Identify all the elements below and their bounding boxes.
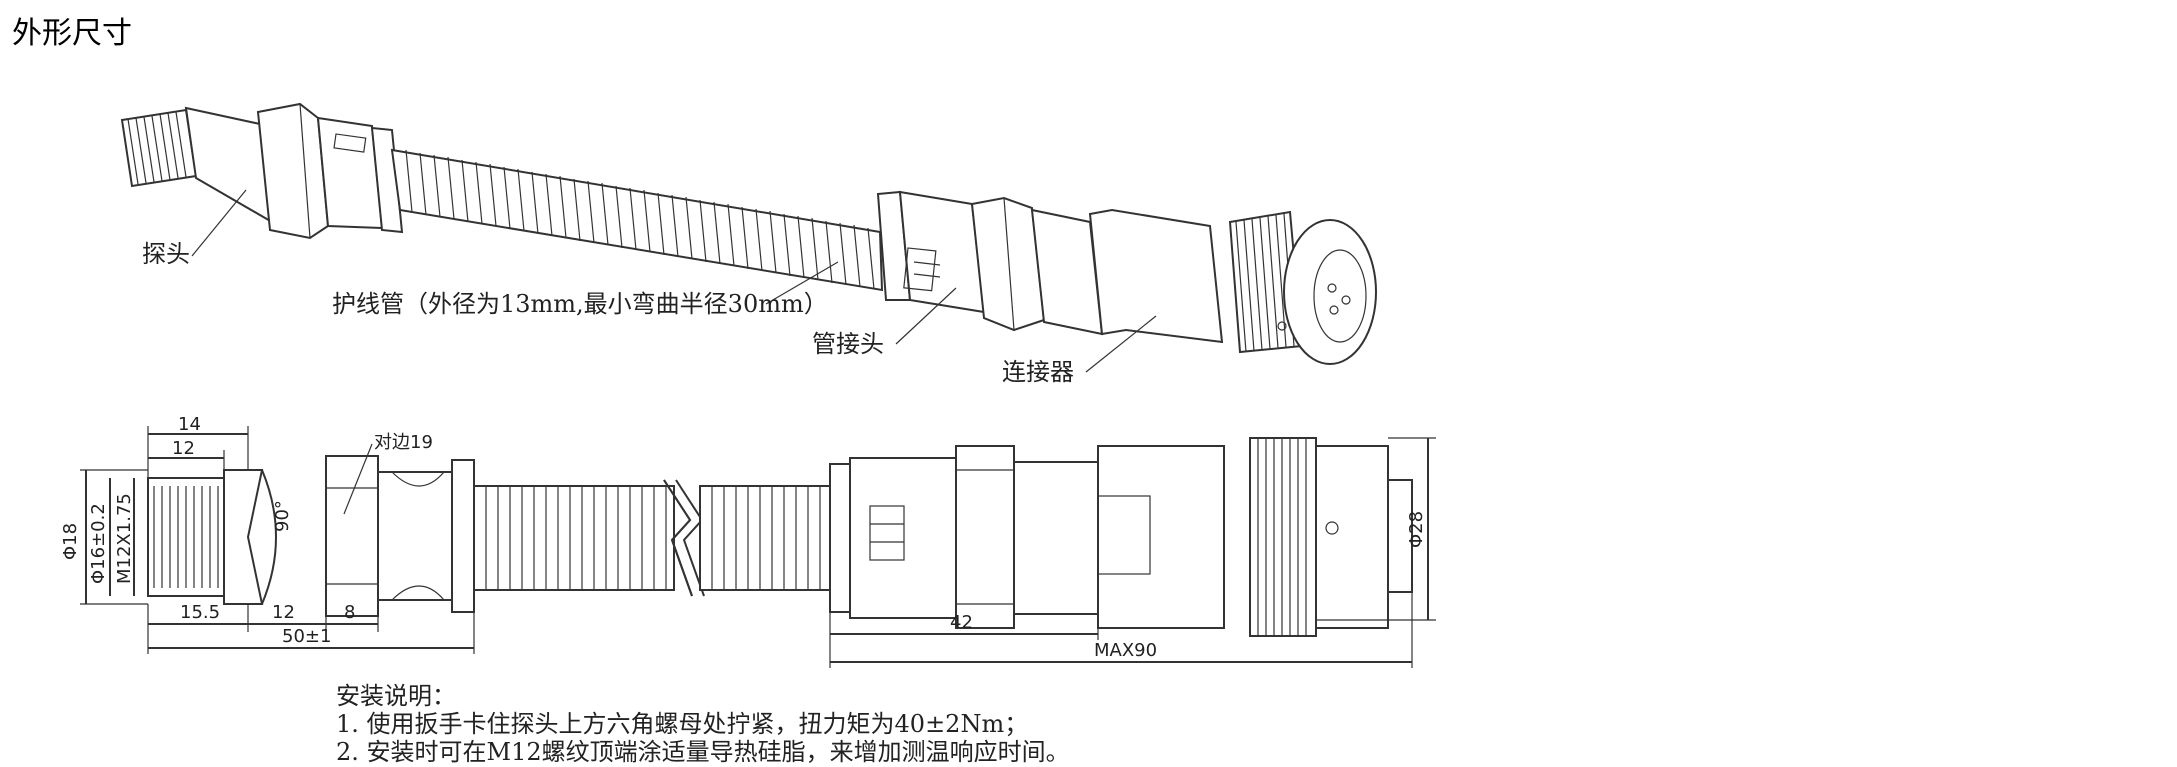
dim-42: 42 xyxy=(950,612,973,633)
dim-8: 8 xyxy=(344,602,355,623)
dim-12-top: 12 xyxy=(172,438,195,459)
dim-d16: Φ16±0.2 xyxy=(88,503,109,584)
label-fitting: 管接头 xyxy=(812,330,884,358)
corrugated-hose xyxy=(390,148,884,292)
dim-14: 14 xyxy=(178,414,201,435)
label-connector: 连接器 xyxy=(1002,358,1074,386)
dim-angle: 90° xyxy=(272,500,293,532)
label-hose: 护线管（外径为13mm,最小弯曲半径30mm） xyxy=(332,290,828,318)
side-view: 90° xyxy=(60,414,1436,668)
hex-nut xyxy=(256,102,330,240)
connector-body xyxy=(1088,208,1377,365)
install-note-2: 2. 安装时可在M12螺纹顶端涂适量导热硅脂，来增加测温响应时间。 xyxy=(336,738,1070,766)
dim-m12: M12X1.75 xyxy=(114,493,135,584)
dim-15-5: 15.5 xyxy=(180,602,220,623)
label-hex: 对边19 xyxy=(374,432,433,453)
page-title: 外形尺寸 xyxy=(12,16,132,51)
dim-max90: MAX90 xyxy=(1094,640,1157,661)
isometric-view: 探头 护线管（外径为13mm,最小弯曲半径30mm） 管接头 连接器 xyxy=(120,102,1377,386)
install-notes-heading: 安装说明： xyxy=(336,682,456,710)
dim-d28: Φ28 xyxy=(1406,511,1427,548)
dim-12-bottom: 12 xyxy=(272,602,295,623)
install-note-1: 1. 使用扳手卡住探头上方六角螺母处拧紧，扭力矩为40±2Nm； xyxy=(336,710,1029,738)
label-probe: 探头 xyxy=(142,240,190,268)
dim-d18: Φ18 xyxy=(60,523,81,560)
dim-50: 50±1 xyxy=(282,626,331,647)
hose-fitting xyxy=(876,190,1104,336)
probe-thread xyxy=(120,108,198,188)
